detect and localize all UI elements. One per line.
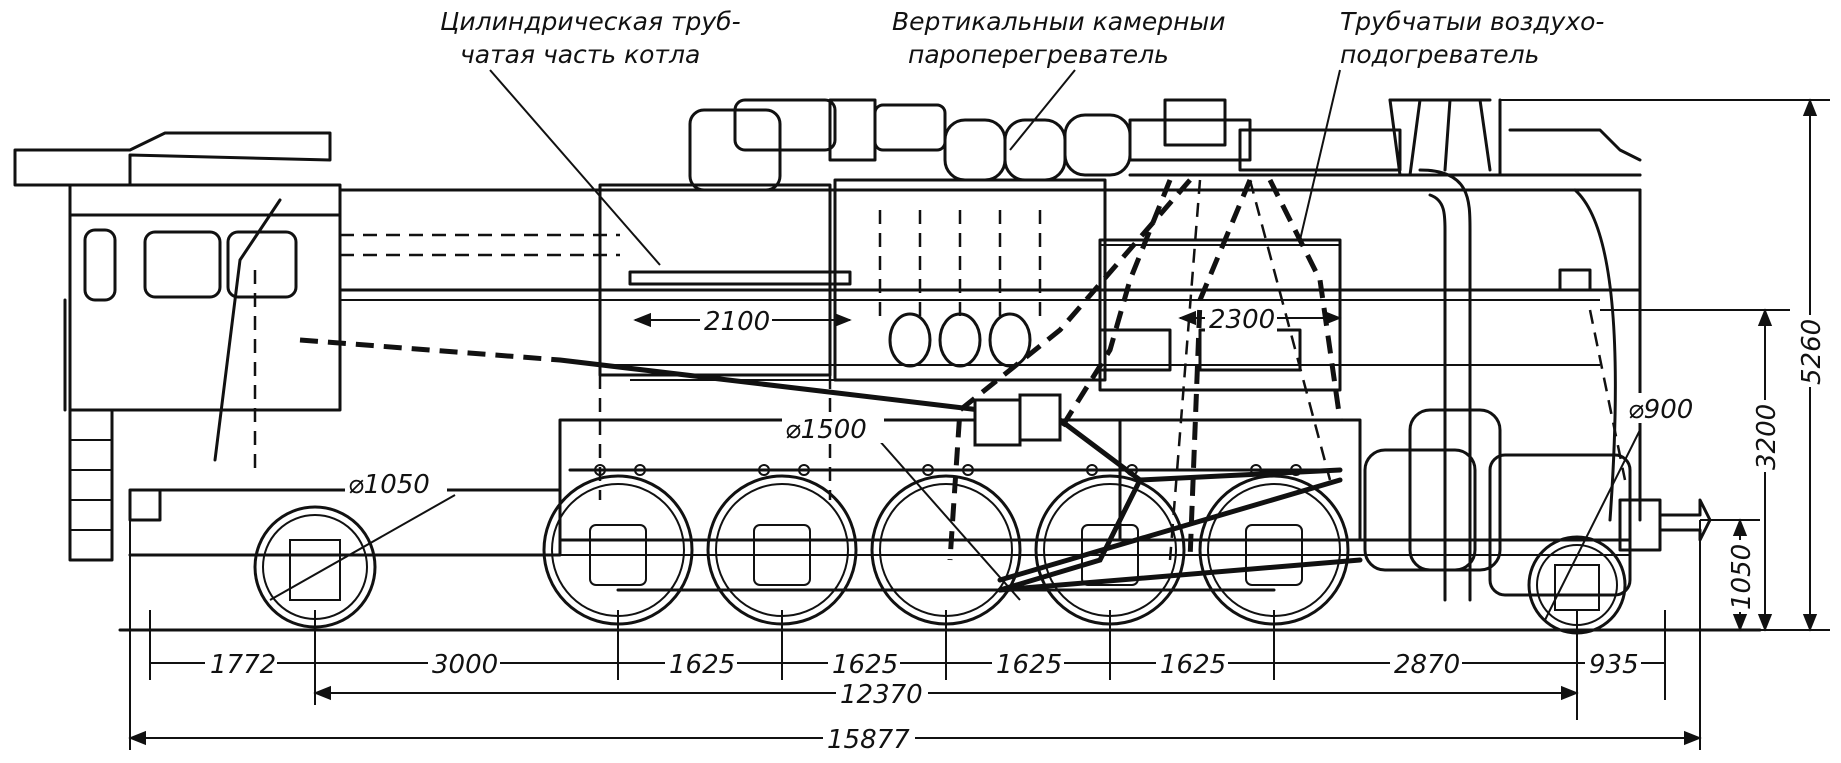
dim-2300: 2300 <box>1209 305 1275 335</box>
svg-text:Цилиндрическая труб-: Цилиндрическая труб- <box>440 7 741 36</box>
driving-wheels <box>542 464 1350 626</box>
dim-1625-3: 1625 <box>996 650 1062 680</box>
svg-text:пароперегреватель: пароперегреватель <box>908 40 1169 69</box>
dim-1625-2: 1625 <box>832 650 898 680</box>
caption-superheater: Вертикальныи камерныи пароперегреватель <box>892 7 1225 69</box>
top-fittings <box>688 98 1642 602</box>
svg-text:чатая часть котла: чатая часть котла <box>460 40 700 69</box>
cab <box>13 131 342 562</box>
dim-15877: 15877 <box>827 725 910 755</box>
dim-1772: 1772 <box>210 650 276 680</box>
dim-2100: 2100 <box>704 307 770 337</box>
svg-text:Вертикальныи камерныи: Вертикальныи камерныи <box>892 7 1225 36</box>
svg-text:подогреватель: подогреватель <box>1340 40 1539 69</box>
caption-air-heater: Трубчатыи воздухо- подогреватель <box>1340 7 1604 69</box>
front-end <box>1363 188 1712 597</box>
dim-5260: 5260 <box>1797 319 1827 385</box>
dim-1625-4: 1625 <box>1160 650 1226 680</box>
dim-12370: 12370 <box>840 680 923 710</box>
dim-935: 935 <box>1589 650 1639 680</box>
trailing-wheel <box>253 505 377 629</box>
caption-boiler: Цилиндрическая труб- чатая часть котла <box>440 7 741 69</box>
dia-1500: ⌀1500 <box>785 415 867 445</box>
dia-1050: ⌀1050 <box>348 470 430 500</box>
svg-text:Трубчатыи воздухо-: Трубчатыи воздухо- <box>1340 7 1604 36</box>
dia-900: ⌀900 <box>1628 395 1693 425</box>
boiler <box>338 178 1642 561</box>
dim-1050-height: 1050 <box>1727 544 1757 610</box>
dim-2870: 2870 <box>1394 650 1460 680</box>
dim-1625-1: 1625 <box>669 650 735 680</box>
dim-3000: 3000 <box>432 650 498 680</box>
dimension-labels: 1772 3000 1625 1625 1625 1625 2870 935 1… <box>205 303 1827 755</box>
valve-gear <box>299 178 1363 593</box>
dim-3200: 3200 <box>1752 404 1782 470</box>
